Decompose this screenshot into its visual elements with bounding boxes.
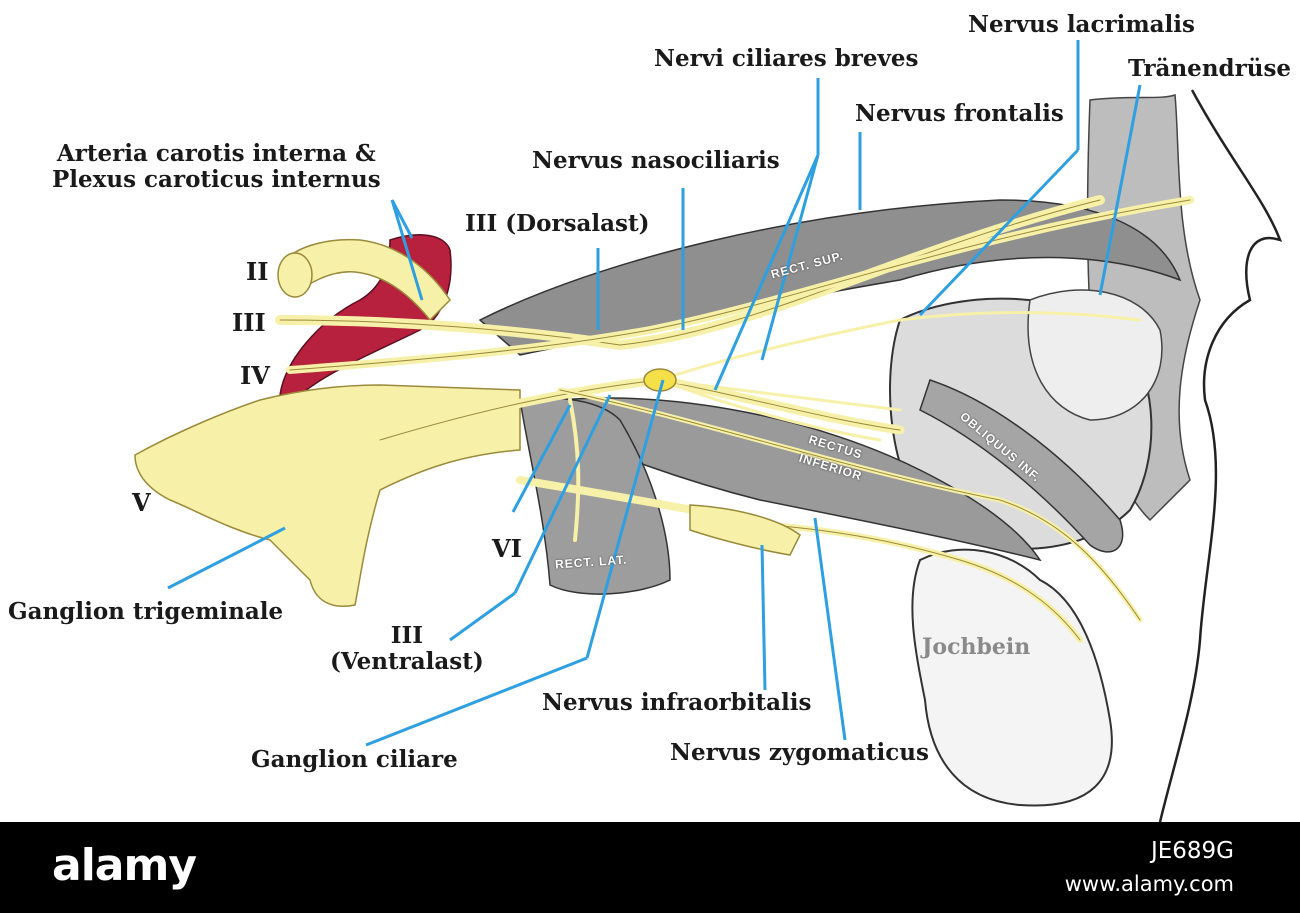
face-profile	[1158, 89, 1283, 822]
site-url: www.alamy.com	[1064, 872, 1234, 896]
label-nerve-v: V	[132, 488, 151, 517]
label-iii-ventralast-line1: III	[390, 622, 423, 649]
watermark-footer: alamy JE689G www.alamy.com	[0, 822, 1300, 913]
label-arteria-carotis-line1: Arteria carotis interna &	[56, 140, 376, 167]
label-nerve-iii: III	[232, 308, 266, 337]
label-ganglion-trigeminale: Ganglion trigeminale	[8, 598, 284, 625]
image-id: JE689G	[1150, 838, 1234, 864]
trigeminal-ganglion	[134, 384, 521, 607]
lacrimal-gland	[1027, 289, 1163, 421]
anatomy-illustration	[134, 40, 1283, 822]
label-ganglion-ciliare: Ganglion ciliare	[251, 746, 458, 773]
label-nerve-vi: VI	[492, 534, 522, 563]
label-iii-ventralast-line2: (Ventralast)	[330, 648, 484, 676]
zygomatic-bone	[911, 548, 1113, 807]
label-arteria-carotis: Arteria carotis interna & Plexus carotic…	[52, 140, 381, 194]
label-nervus-infraorbitalis: Nervus infraorbitalis	[542, 689, 812, 716]
label-iii-ventralast: III (Ventralast)	[330, 622, 484, 676]
label-iii-dorsalast: III (Dorsalast)	[465, 210, 650, 237]
label-nervus-frontalis: Nervus frontalis	[855, 100, 1064, 127]
label-nervus-nasociliaris: Nervus nasociliaris	[532, 147, 780, 174]
label-jochbein: Jochbein	[922, 634, 1031, 660]
optic-nerve-stump	[277, 252, 313, 298]
label-nerve-iv: IV	[240, 361, 270, 390]
infraorbital-nerve	[689, 504, 801, 556]
label-traenendruese: Tränendrüse	[1128, 55, 1292, 82]
label-nervus-zygomaticus: Nervus zygomaticus	[670, 739, 929, 766]
leader-lines	[167, 40, 1142, 747]
rectus-inferior-muscle	[559, 397, 1042, 562]
label-arteria-carotis-line2: Plexus caroticus internus	[52, 166, 381, 194]
illustration-area: RECT. SUP. RECTUS INFERIOR OBLIQUUS INF.…	[8, 11, 1292, 822]
alamy-logo: alamy	[52, 840, 197, 891]
label-nervus-lacrimalis: Nervus lacrimalis	[968, 11, 1195, 38]
label-nervi-ciliares-breves: Nervi ciliares breves	[654, 45, 919, 72]
label-nerve-ii: II	[246, 257, 269, 286]
obliquus-inferior-muscle	[919, 379, 1124, 553]
